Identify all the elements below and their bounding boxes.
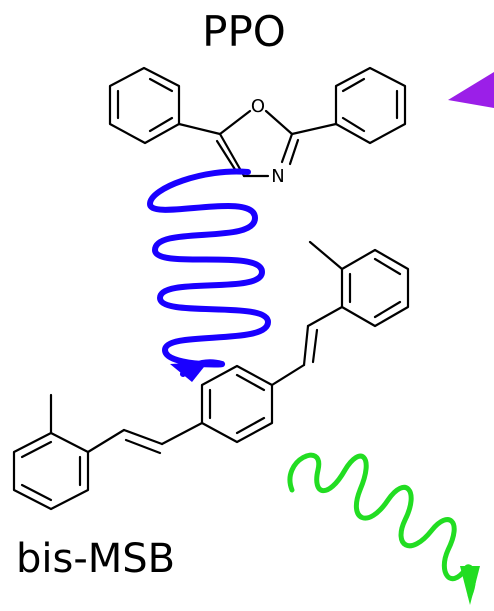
blue-wave-arrowhead — [170, 362, 208, 382]
bis-msb-molecule — [12, 240, 410, 511]
bis-msb-label: bis-MSB — [16, 536, 175, 582]
green-emission-wave — [287, 452, 476, 598]
nitrogen-atom-label: N — [271, 166, 284, 187]
oxygen-atom-label: O — [251, 96, 265, 117]
green-wave-arrowhead — [460, 566, 480, 605]
bis-msb-upper-tolyl-ring — [340, 248, 410, 328]
blue-energy-transfer-wave — [147, 168, 271, 377]
bis-msb-upper-methyl — [308, 240, 344, 271]
bis-msb-upper-vinylene — [270, 305, 344, 387]
ppo-right-phenyl-ring — [334, 66, 407, 145]
bis-msb-central-ring — [200, 364, 274, 444]
ppo-bond-c2-phenyl — [290, 122, 338, 136]
bis-msb-lower-vinylene — [86, 421, 204, 455]
ppo-oxazole-ring — [215, 109, 300, 178]
ppo-label: PPO — [202, 7, 286, 56]
ppo-molecule: O N — [108, 66, 407, 187]
ppo-left-phenyl-ring — [108, 66, 181, 145]
excitation-arrow — [448, 72, 494, 108]
ppo-bond-phenyl-c5 — [177, 122, 222, 136]
bis-msb-lower-tolyl-ring — [12, 431, 90, 511]
